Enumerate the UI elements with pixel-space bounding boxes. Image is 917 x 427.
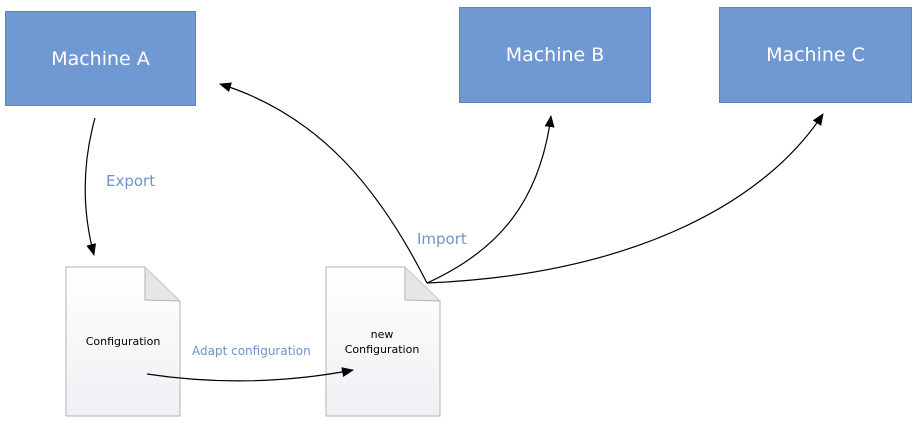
configuration-document (65, 266, 181, 417)
machine-a-label: Machine A (51, 47, 150, 70)
machine-c-box: Machine C (719, 7, 912, 103)
export-arrow (84, 117, 96, 256)
adapt-arrow (146, 367, 354, 382)
new-configuration-document (325, 266, 441, 417)
machine-b-label: Machine B (505, 44, 605, 66)
machine-a-box: Machine A (5, 11, 196, 106)
export-label: Export (106, 172, 156, 190)
machine-b-box: Machine B (459, 7, 651, 103)
configuration-label: Configuration (85, 335, 161, 348)
adapt-configuration-label: Adapt configuration (192, 344, 311, 358)
new-configuration-line1: new (370, 328, 394, 341)
import-arrow-machine-c (426, 113, 824, 284)
new-configuration-label: new Configuration (329, 327, 435, 357)
import-arrow-machine-a (219, 82, 428, 284)
import-label: Import (417, 230, 467, 248)
machine-c-label: Machine C (766, 44, 865, 66)
new-configuration-line2: Configuration (344, 343, 420, 356)
import-arrow-machine-b (426, 115, 555, 284)
